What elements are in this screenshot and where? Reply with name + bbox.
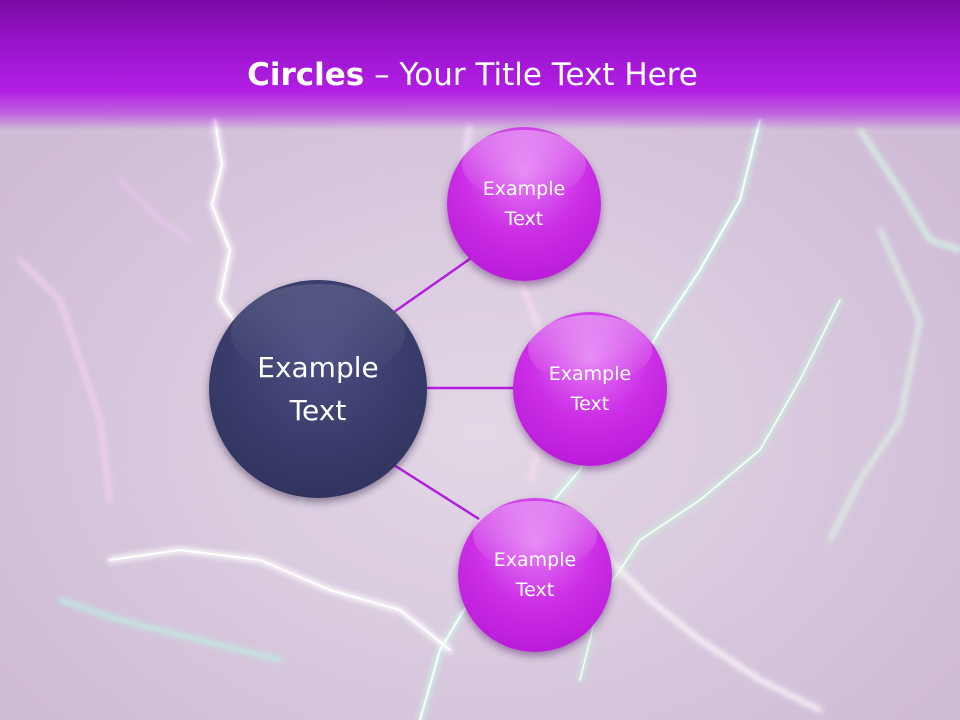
satellite-circle-3-line2: Text xyxy=(515,579,555,601)
satellite-circle-3[interactable]: Example Text xyxy=(458,498,612,652)
center-circle[interactable]: Example Text xyxy=(209,280,427,498)
slide-title-rest: – Your Title Text Here xyxy=(364,57,698,93)
connector-line-1 xyxy=(393,254,475,314)
satellite-circle-1-line1: Example xyxy=(482,178,566,200)
center-circle-line2: Text xyxy=(289,394,347,427)
satellite-circle-2[interactable]: Example Text xyxy=(513,312,667,466)
satellite-circle-2-line1: Example xyxy=(548,363,632,385)
center-circle-line1: Example xyxy=(257,351,379,384)
slide-title-bold: Circles xyxy=(247,57,365,93)
satellite-circle-1-line2: Text xyxy=(504,208,544,230)
satellite-circle-1[interactable]: Example Text xyxy=(447,127,601,281)
satellite-circle-3-line1: Example xyxy=(493,549,577,571)
connector-line-3 xyxy=(393,463,480,521)
satellite-circle-2-line2: Text xyxy=(570,393,610,415)
slide-title: Circles – Your Title Text Here xyxy=(0,52,945,98)
title-bar xyxy=(0,0,960,130)
